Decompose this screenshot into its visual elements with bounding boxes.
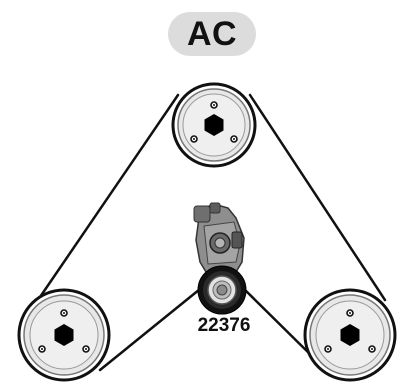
right-pulley xyxy=(303,288,397,382)
left-pulley xyxy=(17,288,111,382)
belt-segment-tensioner-to-right xyxy=(238,283,320,364)
belt-segment-left-to-tensioner xyxy=(98,283,207,372)
belt-segment-top-left xyxy=(36,93,180,302)
part-number-label: 22376 xyxy=(197,315,251,336)
hex-hub-icon xyxy=(54,324,74,346)
top-pulley xyxy=(171,82,257,168)
belt-tensioner xyxy=(193,202,247,315)
tensioner-pulley xyxy=(197,265,247,315)
bolt-icons xyxy=(190,101,238,143)
system-label-badge: AC xyxy=(168,12,256,56)
bolt-icons xyxy=(38,309,90,353)
system-label: AC xyxy=(186,14,238,53)
hex-hub-icon xyxy=(340,324,360,346)
belt-segment-top-right xyxy=(248,93,387,302)
hex-hub-icon xyxy=(204,114,224,136)
belt xyxy=(36,93,387,372)
